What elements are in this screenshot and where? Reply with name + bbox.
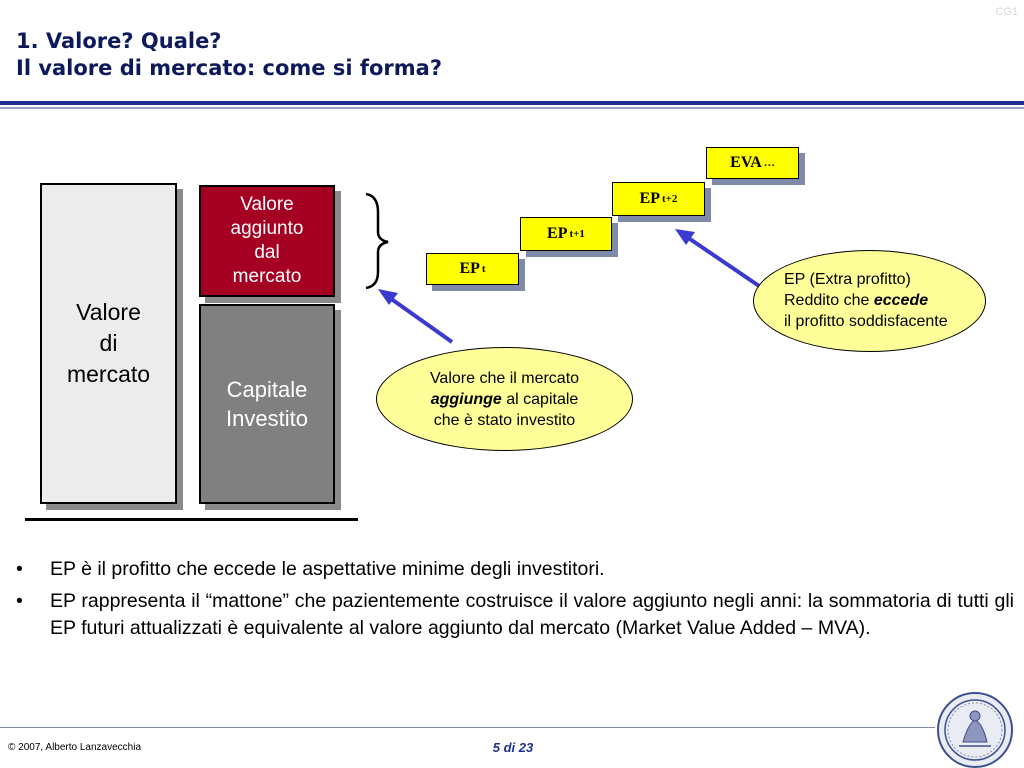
bullet-text-2: EP rappresenta il “mattone” che paziente… — [50, 590, 1014, 639]
ep-step-t1-label: EP — [547, 225, 568, 242]
arrow-left-head — [378, 289, 398, 305]
capital-line-2: Investito — [226, 406, 308, 431]
footer-rule — [0, 727, 935, 728]
callout-left-line-2: aggiunge al capitale — [430, 389, 579, 410]
bullet-item: • EP rappresenta il “mattone” che pazien… — [16, 588, 1014, 642]
eva-step-label: EVA — [730, 154, 762, 171]
copyright-text: © 2007, Alberto Lanzavecchia — [8, 742, 142, 753]
page-title: 1. Valore? Quale? Il valore di mercato: … — [16, 28, 442, 82]
value-added-line-1: Valore — [240, 194, 294, 215]
value-added-line-3: dal — [254, 242, 280, 263]
callout-right-line-3: il profitto soddisfacente — [784, 313, 948, 330]
market-value-line-3: mercato — [66, 361, 151, 387]
market-value-box: Valore di mercato — [40, 183, 177, 504]
market-value-line-1: Valore — [76, 299, 141, 325]
callout-left-emphasis: aggiunge — [430, 390, 502, 408]
arrow-right-head — [675, 229, 695, 245]
bullet-text-1: EP è il profitto che eccede le aspettati… — [50, 558, 605, 580]
corner-tag: CG1 — [995, 6, 1018, 18]
callout-right-emphasis: eccede — [873, 292, 929, 309]
capital-box: Capitale Investito — [199, 304, 335, 504]
callout-extra-profit: EP (Extra profitto) Reddito che eccede i… — [753, 250, 986, 352]
bullet-item: • EP è il profitto che eccede le aspetta… — [16, 556, 1014, 583]
bullet-marker: • — [16, 558, 23, 580]
callout-left-line-3: che è stato investito — [433, 411, 576, 429]
callout-right-line-2: Reddito che eccede — [784, 290, 948, 311]
value-added-line-4: mercato — [232, 266, 302, 287]
callout-value-added: Valore che il mercato aggiunge al capita… — [376, 347, 633, 451]
university-seal-icon — [937, 692, 1013, 768]
curly-brace — [365, 192, 389, 290]
arrow-left-line — [388, 296, 454, 344]
ep-step-t-sub: t — [481, 263, 486, 275]
bullet-list: • EP è il profitto che eccede le aspetta… — [16, 556, 1014, 647]
market-value-line-2: di — [99, 330, 118, 356]
page-number: 5 di 23 — [492, 740, 534, 755]
title-line-2: Il valore di mercato: come si forma? — [16, 56, 443, 80]
title-line-1: 1. Valore? Quale? — [16, 29, 222, 53]
header-rule — [0, 101, 1024, 105]
value-added-box: Valore aggiunto dal mercato — [199, 185, 335, 297]
callout-left-line-2-rest: al capitale — [501, 390, 579, 408]
header-rule-shadow — [0, 107, 1024, 109]
baseline-rule — [25, 518, 358, 521]
callout-left-line-1: Valore che il mercato — [429, 369, 580, 387]
ep-step-t2-label: EP — [639, 190, 660, 207]
callout-right-line-2-pre: Reddito che — [784, 292, 874, 309]
arrow-right-line — [685, 235, 764, 290]
capital-line-1: Capitale — [226, 377, 308, 402]
ep-step-t1-sub: t+1 — [569, 228, 585, 240]
eva-step: EVA… — [706, 147, 799, 179]
eva-step-sub: … — [763, 157, 775, 169]
ep-step-t-label: EP — [459, 260, 480, 277]
value-added-line-2: aggiunto — [230, 218, 304, 239]
callout-right-line-1: EP (Extra profitto) — [784, 271, 911, 288]
bullet-marker: • — [16, 590, 23, 612]
ep-step-t2-sub: t+2 — [662, 193, 678, 205]
